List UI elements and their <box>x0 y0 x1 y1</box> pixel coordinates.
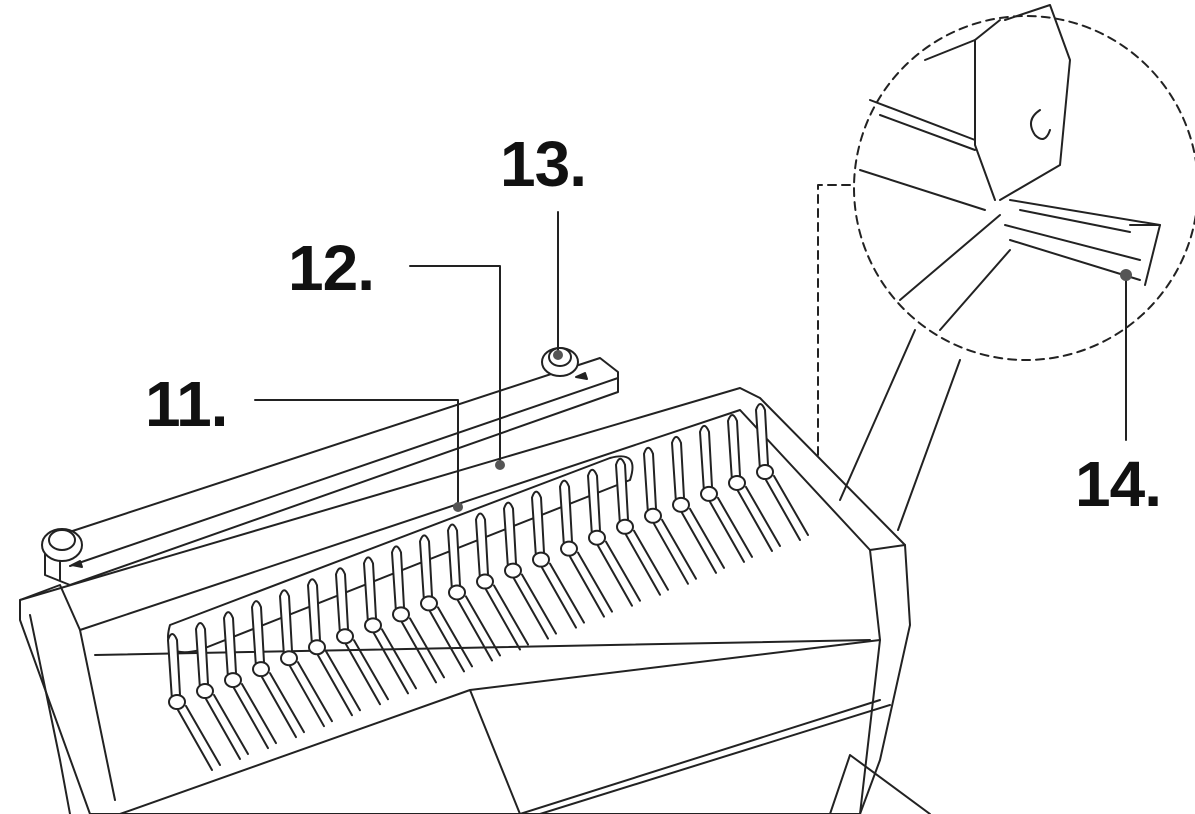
marker-14 <box>1120 269 1132 281</box>
zoom-indicator <box>817 15 1195 456</box>
comb-tooth <box>475 512 529 651</box>
callout-markers <box>453 269 1132 512</box>
left-knob <box>41 528 83 568</box>
comb-tooth <box>615 457 669 596</box>
comb-tooth <box>727 413 781 552</box>
callout-label-13: 13. <box>500 128 587 200</box>
comb-tooth <box>559 479 613 618</box>
comb-tooth <box>531 490 585 629</box>
comb-tooth <box>671 435 725 574</box>
comb-tooth <box>503 501 557 640</box>
comb-tooth <box>699 424 753 563</box>
callout-label-12: 12. <box>288 232 375 304</box>
comb-tooth <box>755 403 809 541</box>
leader-12 <box>409 265 501 464</box>
marker-12 <box>495 460 505 470</box>
comb-tooth <box>419 534 473 673</box>
callout-leaders <box>254 211 1127 506</box>
zoom-detail <box>859 4 1161 331</box>
comb-tooth <box>167 633 221 771</box>
comb-tooth <box>223 611 277 750</box>
comb-tooth <box>643 446 697 585</box>
marker-11 <box>453 502 463 512</box>
comb-tooth <box>195 622 249 761</box>
comb-tooth <box>251 600 305 739</box>
comb-tooth <box>447 523 501 662</box>
comb-teeth <box>167 403 809 771</box>
right-knob <box>541 347 588 380</box>
back-rail <box>44 357 619 586</box>
marker-13 <box>553 350 563 360</box>
comb-tooth <box>307 578 361 717</box>
comb-tooth <box>391 545 445 684</box>
machine-body <box>19 387 931 814</box>
callout-label-14: 14. <box>1075 448 1162 520</box>
callout-label-11: 11. <box>145 368 228 440</box>
comb-tooth <box>335 567 389 706</box>
comb-tooth <box>363 556 417 695</box>
comb-tooth <box>279 589 333 728</box>
leader-11 <box>254 399 459 506</box>
lever-arm <box>839 329 961 531</box>
comb-tooth <box>587 468 641 607</box>
